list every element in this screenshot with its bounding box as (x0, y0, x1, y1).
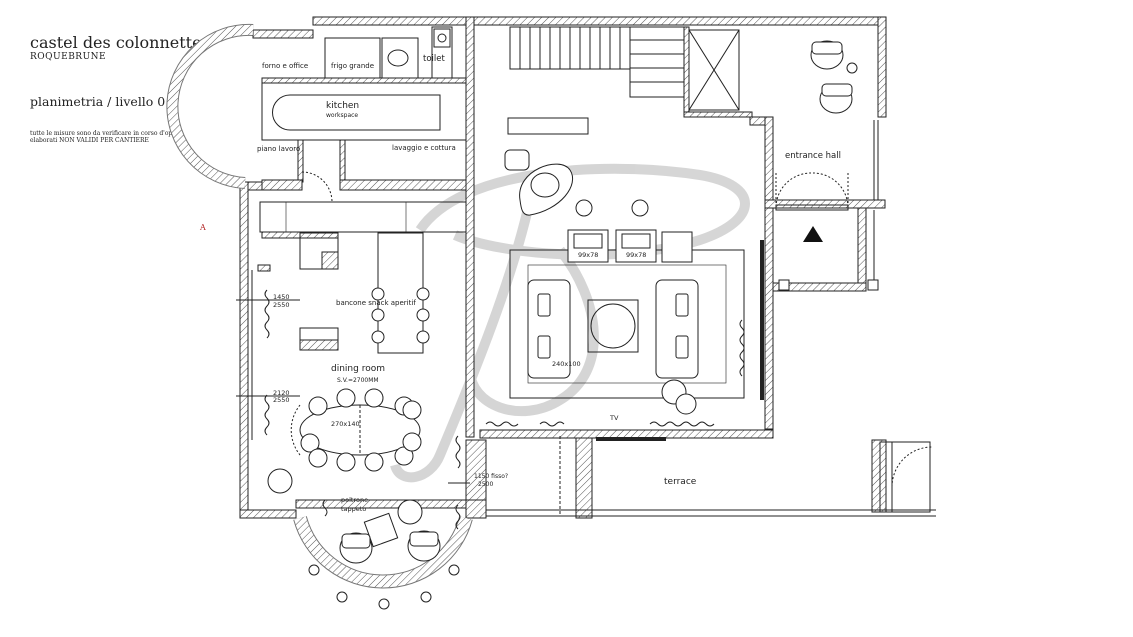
plan-level: planimetria / livello 0 (30, 94, 166, 109)
label-poltrone: poltrone (341, 496, 368, 504)
label-dining-room: dining room (331, 364, 385, 374)
label-armchair-1: 99x78 (578, 251, 598, 259)
watermark-monogram (390, 163, 750, 483)
side-tables (661, 379, 697, 415)
label-h2120: 2120 (273, 389, 290, 397)
label-h2500: 2500 (478, 481, 493, 488)
kitchen-tower-walls (166, 23, 254, 189)
tv-console (596, 437, 666, 441)
label-terrace: terrace (664, 477, 697, 487)
label-frigo: frigo grande (331, 62, 374, 70)
label-bancone: bancone snack aperitif (336, 299, 416, 307)
label-h1450: 1450 (273, 293, 290, 301)
label-toilet: toilet (423, 54, 445, 64)
desk-area (504, 149, 649, 217)
curtains (264, 289, 745, 530)
bay-armchairs (339, 499, 441, 564)
label-armchair-2: 99x78 (626, 251, 646, 259)
toilet-icon (433, 28, 451, 48)
label-forno: forno e office (262, 62, 308, 70)
armchairs (567, 229, 693, 263)
snack-stools (371, 287, 430, 344)
section-marker: A (200, 223, 206, 232)
lift-cross-b (688, 29, 740, 111)
label-tv: TV (609, 414, 619, 422)
label-h2550-a: 2550 (273, 301, 290, 309)
entrance-triangle-icon (803, 226, 823, 242)
side-windows (236, 120, 936, 517)
label-piano-lavoro: piano lavoro (257, 145, 300, 153)
label-table-size: 270x140 (331, 420, 360, 428)
plan-title: castel des colonnettes (30, 33, 210, 52)
lift-shaft (688, 29, 740, 111)
label-sv: S.V.=2700MM (337, 377, 379, 384)
label-entrance-hall: entrance hall (785, 151, 841, 161)
entrance-doors (775, 172, 849, 211)
entrance-armchairs (810, 40, 858, 114)
dining-plant (267, 468, 293, 494)
staircase (509, 26, 685, 98)
label-sofa-size: 240x100 (552, 360, 581, 368)
terrace-screen (760, 240, 764, 400)
bay-window-walls (293, 516, 473, 610)
sofas (527, 279, 699, 379)
plan-location: ROQUEBRUNE (30, 52, 107, 62)
kitchen-fixtures (259, 26, 467, 354)
label-h2550-b: 2550 (273, 396, 290, 404)
entrance-posts (778, 279, 879, 291)
plan-note-warning: elaborati NON VALIDI PER CANTIERE (30, 137, 149, 144)
label-workspace: workspace (326, 112, 358, 119)
label-tappeto: tappeto (341, 505, 366, 513)
label-h1150: 1150 fisso? (474, 473, 508, 480)
terrace-door (559, 436, 933, 516)
dining-chairs (300, 388, 422, 472)
label-lavaggio: lavaggio e cottura (392, 144, 456, 152)
bench (507, 117, 589, 135)
label-kitchen: kitchen (326, 101, 359, 111)
plan-note: tutte le misure sono da verificare in co… (30, 130, 183, 137)
dining-table (290, 404, 421, 456)
